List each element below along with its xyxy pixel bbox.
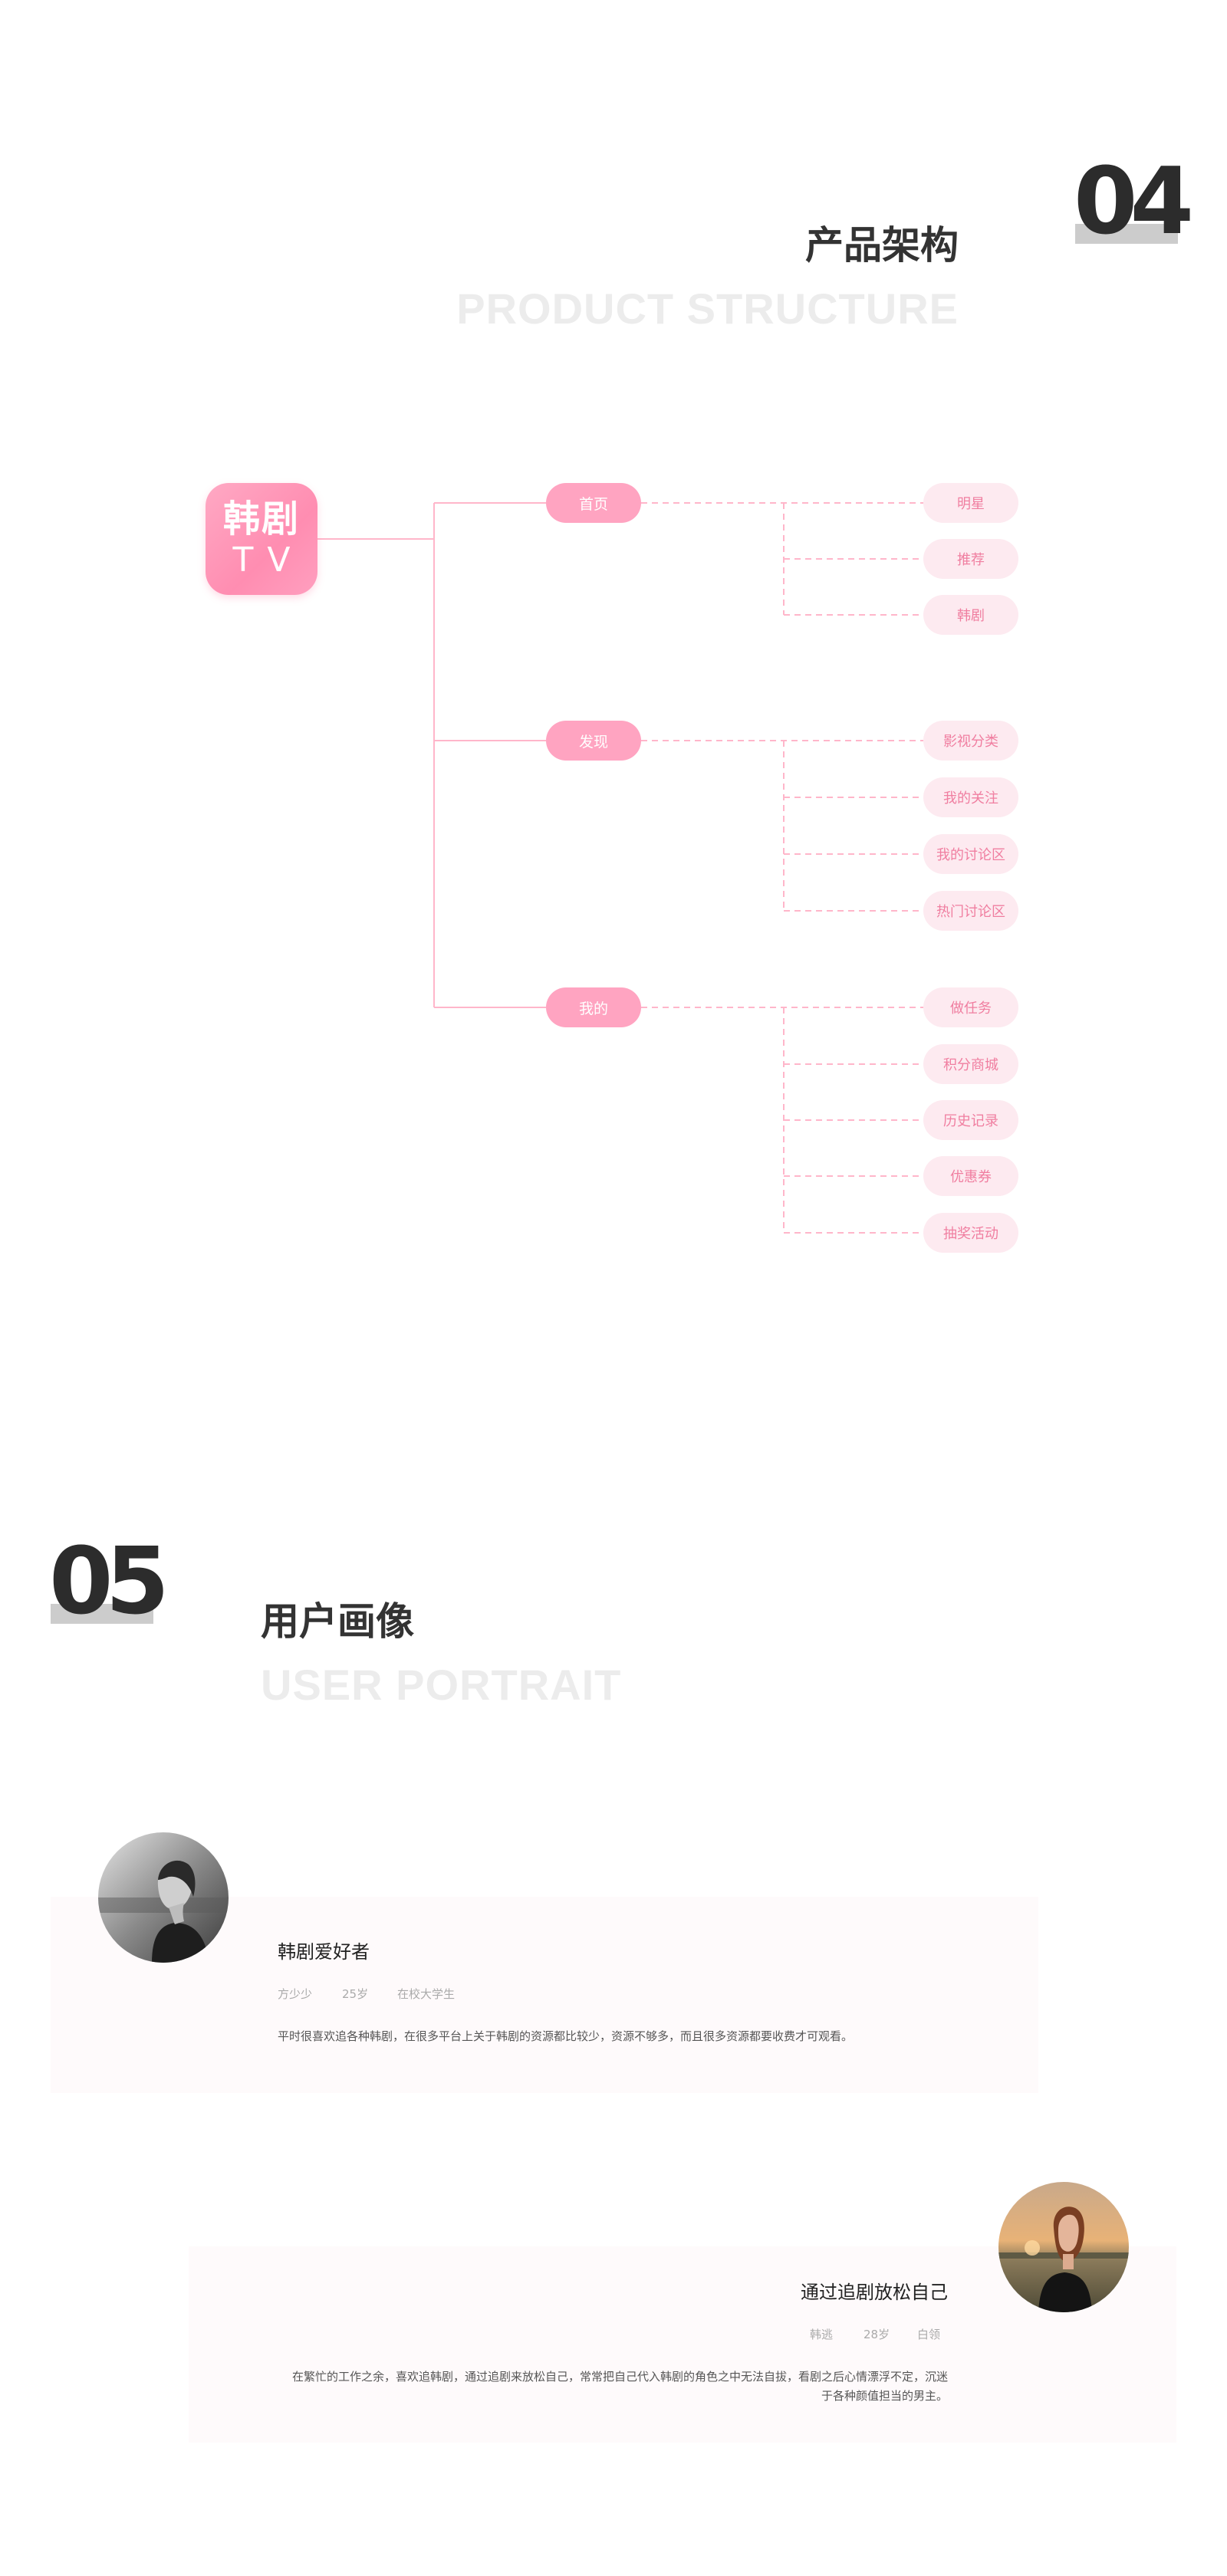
node-home-recommend: 推荐 xyxy=(923,539,1018,579)
persona-role: 白领 xyxy=(917,2328,941,2341)
node-discover-category: 影视分类 xyxy=(923,721,1018,761)
node-discover-my-forum: 我的讨论区 xyxy=(923,834,1018,874)
node-discover-hot-forum: 热门讨论区 xyxy=(923,891,1018,931)
node-mine-coupons: 优惠券 xyxy=(923,1156,1018,1196)
node-mine-tasks: 做任务 xyxy=(923,987,1018,1027)
section-subtitle: PRODUCT STRUCTURE xyxy=(456,284,959,333)
persona-name: 韩逃 xyxy=(810,2328,834,2341)
section-number: 04 xyxy=(1074,149,1194,255)
structure-connectors xyxy=(317,502,923,1234)
app-logo-line2: TV xyxy=(232,540,304,580)
app-logo: 韩剧 TV xyxy=(206,483,317,595)
persona-description-line: 在繁忙的工作之余，喜欢追韩剧，通过追剧来放松自己，常常把自己代入韩剧的角色之中无… xyxy=(291,2370,948,2384)
persona-description: 平时很喜欢追各种韩剧，在很多平台上关于韩剧的资源都比较少，资源不够多，而且很多资… xyxy=(278,2029,854,2043)
node-home-kdrama: 韩剧 xyxy=(923,595,1018,635)
persona-description: 在繁忙的工作之余，喜欢追韩剧，通过追剧来放松自己，常常把自己代入韩剧的角色之中无… xyxy=(181,2367,948,2406)
persona-title: 韩剧爱好者 xyxy=(278,1941,370,1963)
node-mine-points-mall: 积分商城 xyxy=(923,1044,1018,1084)
node-home-star: 明星 xyxy=(923,483,1018,523)
section-number: 05 xyxy=(49,1529,169,1635)
persona-description-line: 于各种颜值担当的男主。 xyxy=(821,2389,948,2403)
node-discover: 发现 xyxy=(546,721,641,761)
persona-avatar xyxy=(98,1832,229,1963)
persona-role: 在校大学生 xyxy=(397,1987,456,2001)
section-number-underline xyxy=(51,1604,153,1624)
node-mine-lottery: 抽奖活动 xyxy=(923,1213,1018,1253)
app-logo-line1: 韩剧 xyxy=(222,498,300,540)
section-title: 用户画像 xyxy=(261,1599,414,1644)
node-discover-follow: 我的关注 xyxy=(923,777,1018,817)
node-home: 首页 xyxy=(546,483,641,523)
persona-name: 方少少 xyxy=(278,1987,313,2001)
node-mine: 我的 xyxy=(546,987,641,1027)
section-number-underline xyxy=(1075,224,1178,244)
persona-age: 28岁 xyxy=(864,2328,890,2341)
section-subtitle: USER PORTRAIT xyxy=(261,1661,622,1709)
persona-title: 通过追剧放松自己 xyxy=(801,2282,948,2303)
section-title: 产品架构 xyxy=(805,223,959,268)
node-mine-history: 历史记录 xyxy=(923,1100,1018,1140)
persona-age: 25岁 xyxy=(342,1987,369,2001)
persona-avatar xyxy=(998,2182,1129,2312)
